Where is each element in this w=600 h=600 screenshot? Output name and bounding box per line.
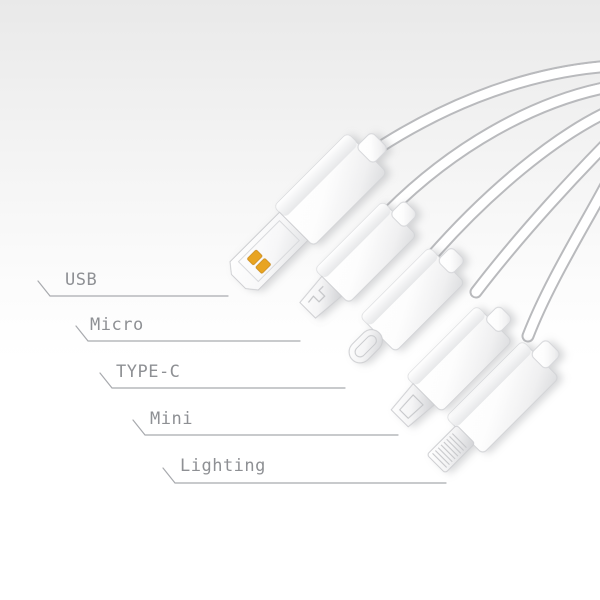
connector-usb-a bbox=[229, 133, 387, 291]
cable-strand-mini bbox=[469, 140, 600, 299]
cable-strand-micro bbox=[381, 82, 600, 219]
connector-mini-usb bbox=[390, 306, 512, 428]
cable-strand-usb bbox=[345, 60, 600, 173]
cable-strand-lighting bbox=[521, 182, 600, 343]
usb-gold-pins bbox=[247, 249, 271, 274]
leader-line-lighting bbox=[162, 467, 447, 484]
label-lighting: Lighting bbox=[180, 456, 266, 476]
cable-bundle bbox=[345, 60, 600, 343]
leader-line-type-c bbox=[99, 372, 346, 389]
cable-strand-typec bbox=[423, 108, 600, 265]
label-micro: Micro bbox=[90, 315, 144, 335]
connector-lightning bbox=[427, 340, 560, 473]
connector-micro-usb bbox=[299, 201, 417, 319]
leader-lines bbox=[37, 280, 447, 484]
leader-line-mini bbox=[132, 419, 399, 436]
leader-line-usb bbox=[37, 280, 229, 297]
label-type-c: TYPE-C bbox=[116, 362, 181, 382]
connector-type-c bbox=[348, 248, 464, 364]
label-mini: Mini bbox=[150, 409, 193, 429]
label-usb: USB bbox=[65, 270, 98, 290]
leader-line-micro bbox=[75, 325, 301, 342]
lightning-contact-stripes bbox=[432, 433, 467, 468]
